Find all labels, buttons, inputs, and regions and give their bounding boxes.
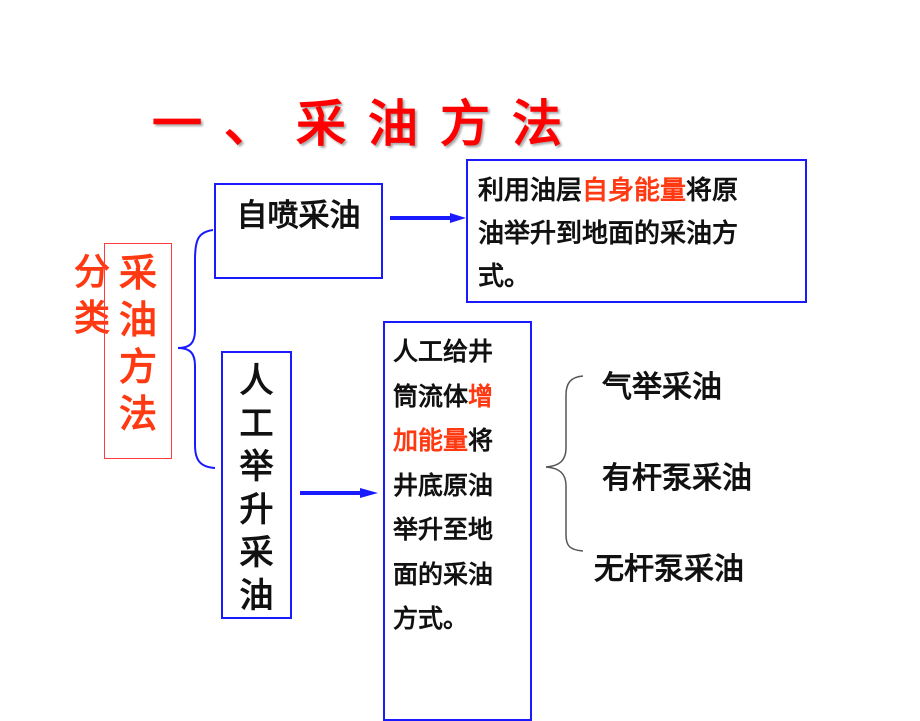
method-box [104, 243, 172, 459]
desc-highlight: 增 [468, 381, 494, 411]
natural-flow-description-box [466, 159, 807, 303]
subtype-rodless-pump: 无杆泵采油 [594, 552, 744, 587]
desc-text: 人工给井 [393, 337, 494, 366]
page-title: 一、采油方法 [152, 95, 584, 153]
artificial-lift-label: 人 工 举 升 采 油 [221, 360, 292, 618]
lift-char: 采 [239, 533, 274, 573]
method-label: 采 油 方 法 [104, 250, 172, 438]
lift-char: 人 [239, 361, 274, 401]
desc-text: 式。 [478, 262, 531, 292]
method-char: 油 [118, 298, 157, 342]
lift-char: 升 [239, 490, 274, 530]
brace-icon [177, 229, 216, 469]
arrow-right-icon [300, 488, 378, 498]
desc-text: 举升至地 [393, 515, 494, 544]
subtype-gas-lift: 气举采油 [602, 370, 722, 405]
desc-text: 将 [468, 426, 494, 455]
desc-text: 将原 [686, 176, 739, 206]
classification-char: 分 [73, 252, 110, 293]
desc-text: 油举升到地面的采油方 [478, 219, 739, 249]
desc-text: 利用油层 [478, 176, 583, 206]
method-char: 方 [118, 345, 157, 389]
lift-char: 工 [239, 404, 274, 444]
brace-icon [545, 375, 584, 552]
subtype-rod-pump: 有杆泵采油 [602, 461, 752, 496]
artificial-lift-description: 人工给井 筒流体增 加能量将 井底原油 举升至地 面的采油 方式。 [393, 330, 529, 642]
natural-flow-box [214, 183, 383, 279]
classification-char: 类 [73, 298, 110, 339]
desc-text: 井底原油 [393, 470, 494, 500]
method-char: 采 [118, 251, 157, 295]
method-char: 法 [118, 392, 157, 436]
desc-highlight: 自身能量 [582, 176, 687, 206]
connector-graphics [177, 213, 584, 552]
lift-char: 油 [239, 576, 274, 616]
artificial-lift-box [221, 351, 292, 619]
natural-flow-label: 自喷采油 [236, 198, 361, 234]
desc-text: 筒流体 [393, 381, 469, 411]
desc-text: 方式。 [393, 604, 469, 633]
arrow-right-icon [390, 213, 466, 223]
desc-highlight: 加能量 [393, 426, 469, 455]
classification-label: 分 类 [72, 250, 112, 342]
lift-char: 举 [239, 447, 274, 487]
natural-flow-description: 利用油层自身能量将原 油举升到地面的采油方 式。 [478, 170, 803, 299]
desc-text: 面的采油 [393, 559, 494, 589]
